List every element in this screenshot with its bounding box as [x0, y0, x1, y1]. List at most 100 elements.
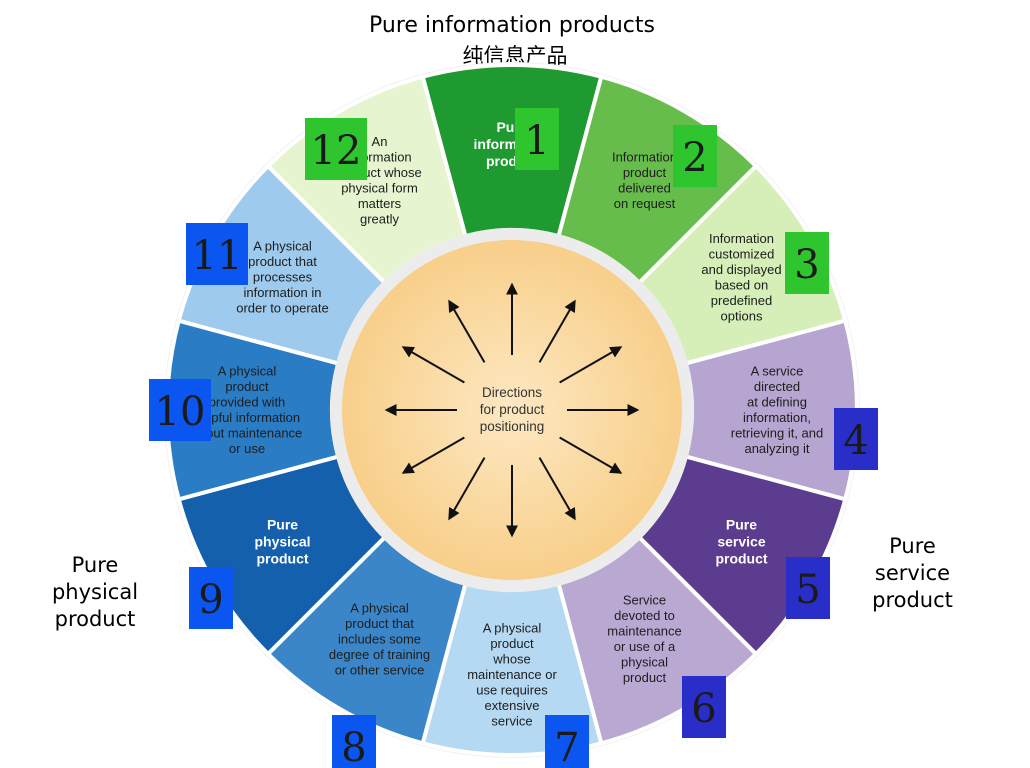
segment-7-label-line: product: [490, 636, 534, 651]
segment-7-label-line: extensive: [485, 698, 540, 713]
center-line-1: Directions: [482, 385, 542, 400]
segment-7-label-line: use requires: [476, 683, 548, 698]
segment-3-label-line: predefined: [711, 293, 772, 308]
direction-arrow: [448, 299, 486, 363]
number-badge-5-text: 5: [795, 567, 820, 613]
segment-12-label-line: matters: [358, 196, 402, 211]
segment-3-label-line: options: [721, 308, 763, 323]
segment-10-label-line: about maintenance: [192, 425, 303, 440]
segment-12-label-line: greatly: [360, 211, 400, 226]
segment-4-label-line: analyzing it: [744, 441, 809, 456]
segment-3-label-line: and displayed: [701, 262, 781, 277]
segment-6-label-line: Service: [623, 593, 666, 608]
segment-8-label-line: includes some: [338, 631, 421, 646]
segment-10-label-line: provided with: [209, 394, 286, 409]
segment-2-label-line: Information: [612, 149, 677, 164]
direction-arrow: [559, 346, 623, 384]
segment-12-label-line: physical form: [341, 180, 418, 195]
number-badge-7: [545, 715, 589, 768]
segment-4-label-line: A service: [751, 363, 804, 378]
direction-arrow: [448, 457, 486, 521]
number-badge-6-text: 6: [691, 686, 716, 732]
segment-12-label-line: An: [372, 134, 388, 149]
number-badge-2: [673, 125, 717, 187]
page-title: Pure information products: [369, 13, 655, 38]
number-badge-6: [682, 676, 726, 738]
segment-8-label-line: A physical: [350, 600, 409, 615]
segment-11-label-line: information in: [243, 285, 321, 300]
segment-3-label-line: customized: [709, 246, 775, 261]
segment-10-label-line: helpful information: [194, 410, 300, 425]
segment-5-label-line: Pure: [726, 517, 757, 533]
number-badge-11-text: 11: [192, 233, 243, 279]
segment-6-label-line: maintenance: [607, 624, 681, 639]
segment-8-label-line: product that: [345, 616, 414, 631]
segment-7-label-line: maintenance or: [467, 667, 557, 682]
segment-6-label-line: devoted to: [614, 608, 675, 623]
segment-2-label-line: delivered: [618, 180, 671, 195]
center-layer: Directions for product positioning: [330, 228, 694, 592]
center-line-2: for product: [480, 402, 545, 417]
direction-arrow: [401, 436, 465, 474]
segment-5-label-line: product: [715, 551, 767, 567]
segment-10-label-line: product: [225, 379, 269, 394]
number-badge-9-text: 9: [198, 577, 223, 623]
segment-7-label-line: service: [491, 714, 532, 729]
segment-9-label-line: Pure: [267, 517, 298, 533]
segment-3-label-line: based on: [715, 277, 769, 292]
number-badge-4-text: 4: [843, 418, 868, 464]
number-badge-9: [189, 567, 233, 629]
segment-4-label-line: at defining: [747, 394, 807, 409]
segment-11-label-line: order to operate: [236, 301, 329, 316]
number-badge-8-text: 8: [341, 725, 366, 768]
segment-3-label-line: Information: [709, 231, 774, 246]
segment-7-label-line: A physical: [483, 621, 542, 636]
number-badge-12-text: 12: [311, 128, 362, 174]
segment-7-label-line: whose: [492, 652, 531, 667]
segment-2-label-line: product: [623, 165, 667, 180]
number-badge-1: [515, 108, 559, 170]
direction-arrow: [559, 436, 623, 474]
segment-5-label-line: service: [717, 534, 765, 550]
segment-4-label-line: information,: [743, 410, 811, 425]
number-badge-12: [305, 118, 367, 180]
arrows-layer: [384, 282, 640, 538]
segment-11-label-line: processes: [253, 270, 313, 285]
segment-10-label-line: or use: [229, 441, 265, 456]
segment-4-label-line: directed: [754, 379, 800, 394]
number-badge-3: [785, 232, 829, 294]
number-badge-7-text: 7: [554, 725, 579, 768]
number-badge-11: [186, 223, 248, 285]
center-disc: [342, 240, 682, 580]
segment-11-label-line: A physical: [253, 239, 312, 254]
segment-8-label-line: or other service: [335, 662, 425, 677]
number-badge-8: [332, 715, 376, 768]
segment-6-label-line: physical: [621, 655, 668, 670]
direction-arrow: [538, 299, 576, 363]
number-badge-4: [834, 408, 878, 470]
number-badge-1-text: 1: [524, 118, 549, 164]
direction-arrow: [401, 346, 465, 384]
number-badge-5: [786, 557, 830, 619]
segment-8-label-line: degree of training: [329, 647, 430, 662]
number-badge-3-text: 3: [794, 242, 819, 288]
center-line-3: positioning: [480, 419, 545, 434]
segment-2-label-line: on request: [614, 196, 676, 211]
segment-9-label-line: product: [256, 551, 308, 567]
number-badge-2-text: 2: [682, 135, 707, 181]
wheel-svg: Directions for product positioning Purei…: [149, 62, 878, 768]
segment-6-label-line: or use of a: [614, 639, 676, 654]
direction-arrow: [538, 457, 576, 521]
segment-4-label-line: retrieving it, and: [731, 425, 824, 440]
segment-9-label-line: physical: [254, 534, 310, 550]
pure-physical-product-label: Pure physical product: [51, 553, 139, 631]
pure-service-product-label: Pure service product: [872, 534, 953, 612]
number-badge-10: [149, 379, 211, 441]
segment-6-label-line: product: [623, 670, 667, 685]
segment-10-label-line: A physical: [218, 363, 277, 378]
segment-11-label-line: product that: [248, 254, 317, 269]
number-badge-10-text: 10: [155, 389, 206, 435]
